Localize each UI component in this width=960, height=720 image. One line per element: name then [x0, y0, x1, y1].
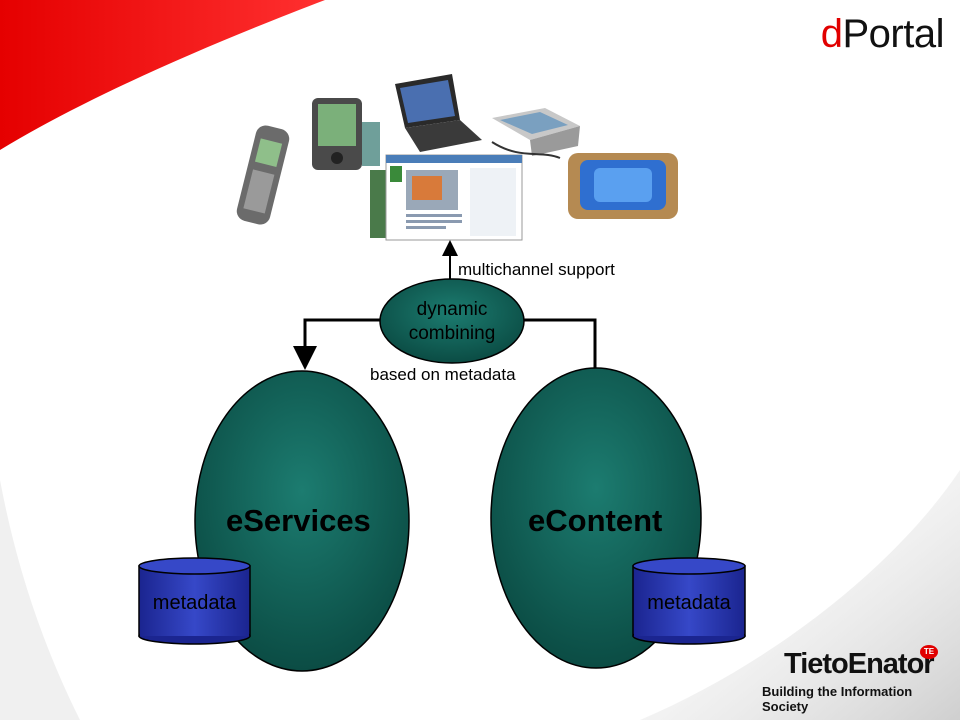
- grey-swoosh-left: [0, 480, 80, 720]
- metadata-cylinder-right: [632, 557, 746, 645]
- title-prefix: d: [820, 12, 843, 56]
- web-page-icon: [370, 154, 523, 241]
- metadata-cylinder-left: [138, 557, 251, 645]
- right-connector: [522, 318, 597, 368]
- tv-icon: [568, 153, 678, 219]
- grey-swoosh: [640, 470, 960, 720]
- mobile-phone-icon: [236, 125, 290, 225]
- eservices-label: eServices: [226, 503, 371, 538]
- title-rest: Portal: [842, 12, 945, 56]
- metadata-right-label: metadata: [647, 592, 731, 614]
- econtent-label: eContent: [528, 503, 663, 538]
- based-on-metadata-label: based on metadata: [370, 365, 516, 384]
- dynamic-label: dynamic: [416, 299, 488, 320]
- laptop-icon: [395, 74, 482, 152]
- metadata-left-label: metadata: [152, 592, 237, 614]
- left-connector: [293, 318, 382, 370]
- tietoenator-logo: TietoEnator: [784, 648, 935, 680]
- dynamic-combining-node: [379, 278, 525, 364]
- pda-icon: [312, 98, 380, 170]
- red-swoosh: [0, 0, 325, 150]
- multichannel-label: multichannel support: [458, 260, 615, 279]
- communicator-icon: [491, 108, 580, 159]
- page-title: dPortal: [820, 12, 945, 57]
- te-badge-icon: TE: [920, 645, 938, 659]
- combining-label: combining: [408, 323, 496, 344]
- logo-tagline: Building the Information Society: [762, 684, 913, 714]
